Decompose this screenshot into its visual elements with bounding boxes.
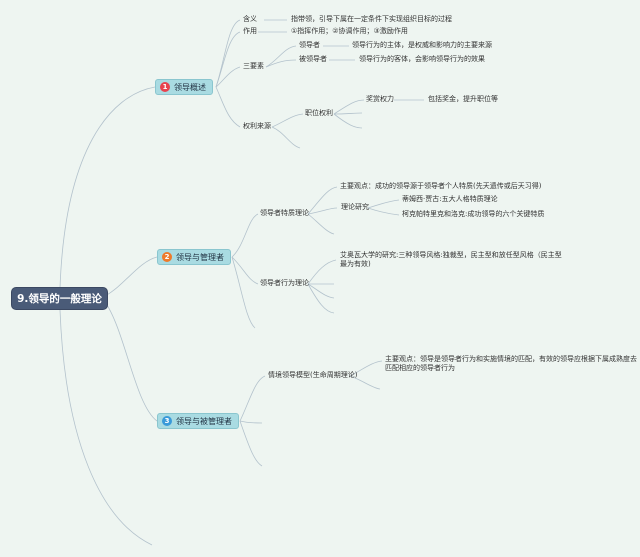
root-topic[interactable]: 9.领导的一般理论 [12, 288, 107, 309]
topic-research-1[interactable]: 蒂姆西·贾古:五大人格特质理论 [402, 195, 498, 203]
topic-role[interactable]: 作用 [243, 27, 257, 35]
topic-reward-power-text[interactable]: 包括奖金，提升职位等 [428, 95, 498, 103]
topic-role-text[interactable]: ①指挥作用；②协调作用；③激励作用 [291, 27, 408, 35]
branch-leader-and-managed[interactable]: 3 领导与被管理者 [157, 413, 239, 429]
topic-power-source[interactable]: 权利来源 [243, 122, 271, 130]
number-badge: 1 [160, 82, 170, 92]
topic-meaning-text[interactable]: 指带领，引导下属在一定条件下实现组织目标的过程 [291, 15, 452, 23]
topic-trait-main-view[interactable]: 主要观点：成功的领导源于领导者个人特质(先天遗传或后天习得) [340, 182, 542, 190]
topic-leader-text[interactable]: 领导行为的主体，是权威和影响力的主要来源 [352, 41, 492, 49]
topic-behavior-theory[interactable]: 领导者行为理论 [260, 279, 309, 287]
topic-meaning[interactable]: 含义 [243, 15, 257, 23]
topic-reward-power[interactable]: 奖赏权力 [366, 95, 394, 103]
topic-follower-text[interactable]: 领导行为的客体，会影响领导行为的效果 [359, 55, 485, 63]
branch-label: 领导与被管理者 [176, 416, 232, 426]
branch-leadership-overview[interactable]: 1 领导概述 [155, 79, 213, 95]
branch-label: 领导与管理者 [176, 252, 224, 262]
number-badge: 2 [162, 252, 172, 262]
topic-iowa-study[interactable]: 艾奥瓦大学的研究:三种领导风格:独裁型，民主型和放任型风格（民主型最为有效) [340, 251, 562, 269]
topic-position-power[interactable]: 职位权利 [305, 109, 333, 117]
number-badge: 3 [162, 416, 172, 426]
topic-three-elements[interactable]: 三要素 [243, 62, 264, 70]
topic-research-2[interactable]: 柯克帕特里克和洛克:成功领导的六个关键特质 [402, 210, 545, 218]
topic-leader[interactable]: 领导者 [299, 41, 320, 49]
branch-leader-and-manager[interactable]: 2 领导与管理者 [157, 249, 231, 265]
topic-situational-model[interactable]: 情境领导模型(生命周期理论) [268, 371, 358, 379]
topic-trait-theory[interactable]: 领导者特质理论 [260, 209, 309, 217]
branch-label: 领导概述 [174, 82, 206, 92]
topic-theory-research[interactable]: 理论研究 [341, 203, 369, 211]
topic-follower[interactable]: 被领导者 [299, 55, 327, 63]
topic-situational-main-view[interactable]: 主要观点：领导是领导者行为和实施情境的匹配，有效的领导应根据下属成熟度去匹配相应… [385, 355, 637, 373]
